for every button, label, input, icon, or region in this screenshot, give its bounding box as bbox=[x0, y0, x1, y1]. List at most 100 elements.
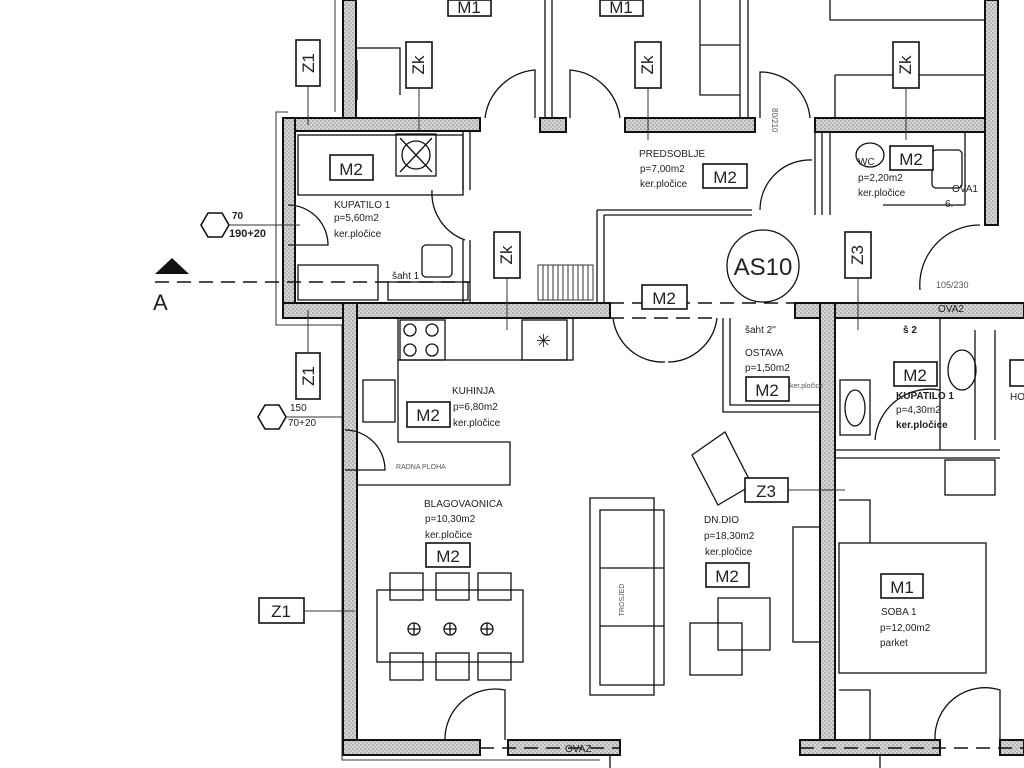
svg-text:Z1: Z1 bbox=[271, 602, 291, 621]
tag-zk: Zk bbox=[892, 41, 920, 140]
ovaz-label: OVAZ bbox=[565, 744, 591, 755]
svg-text:p=12,00m2: p=12,00m2 bbox=[880, 623, 931, 634]
washing-machine-icon bbox=[395, 133, 437, 177]
ova2-label: OVA2 bbox=[938, 304, 964, 315]
ova1-label: OVA1 bbox=[952, 184, 978, 195]
wall-tags: Zk Zk Zk Zk Z1 Z1 Z1 Z3 Z3 M1 M1 M2 bbox=[258, 0, 1024, 624]
svg-text:M1: M1 bbox=[457, 0, 481, 17]
boiler-icon bbox=[944, 459, 996, 496]
svg-text:M2: M2 bbox=[755, 381, 779, 400]
unit-badge: AS10 bbox=[726, 229, 800, 303]
svg-text:M1: M1 bbox=[609, 0, 633, 17]
svg-text:Zk: Zk bbox=[497, 245, 516, 264]
furniture: ✳ TROSJED bbox=[297, 133, 996, 740]
svg-text:p=2,20m2: p=2,20m2 bbox=[858, 173, 903, 184]
svg-text:parket: parket bbox=[880, 638, 908, 649]
room-kupatilo-1: M2 KUPATILO 1 p=5,60m2 ker.pločice bbox=[329, 154, 391, 240]
svg-text:ker.pločice: ker.pločice bbox=[790, 383, 823, 390]
fridge-icon bbox=[521, 319, 568, 361]
svg-text:Zk: Zk bbox=[896, 55, 915, 74]
svg-text:p=10,30m2: p=10,30m2 bbox=[425, 514, 476, 525]
six-label: 6. bbox=[945, 199, 953, 210]
svg-text:Zk: Zk bbox=[409, 55, 428, 74]
room-blagovaonica: BLAGOVAONICA p=10,30m2 ker.pločice M2 bbox=[424, 499, 503, 568]
hexagon-icon bbox=[200, 212, 230, 238]
svg-text:DN.DIO: DN.DIO bbox=[704, 515, 739, 526]
svg-text:M2: M2 bbox=[652, 289, 676, 308]
section-marker: A bbox=[153, 290, 168, 315]
svg-text:WC: WC bbox=[858, 157, 875, 168]
room-kupatilo-2: M2 KUPATILO 1 p=4,30m2 ker.pločice bbox=[893, 361, 954, 431]
unit-label: AS10 bbox=[734, 254, 793, 281]
window-height: 70+20 bbox=[288, 418, 317, 429]
dining-table bbox=[376, 589, 524, 663]
bidet-icon bbox=[839, 379, 871, 436]
tag-m-partial bbox=[1009, 359, 1024, 387]
s2-label: š 2 bbox=[903, 325, 917, 336]
svg-text:Z3: Z3 bbox=[756, 482, 776, 501]
tag-z3: Z3 bbox=[744, 477, 845, 503]
svg-text:p=4,30m2: p=4,30m2 bbox=[896, 405, 941, 416]
room-wc: WC p=2,20m2 ker.pločice M2 bbox=[858, 145, 934, 199]
svg-text:M1: M1 bbox=[890, 578, 914, 597]
svg-text:PREDSOBLJE: PREDSOBLJE bbox=[639, 149, 705, 160]
svg-text:Zk: Zk bbox=[638, 55, 657, 74]
doors bbox=[287, 69, 1001, 768]
fan-icon: ✳ bbox=[536, 331, 551, 351]
room-kuhinja: KUHINJA p=6,80m2 ker.pločice M2 bbox=[406, 386, 501, 429]
svg-text:ker.pločice: ker.pločice bbox=[858, 188, 906, 199]
svg-text:p=18,30m2: p=18,30m2 bbox=[704, 531, 755, 542]
saht-1-label: šaht 1 bbox=[392, 271, 420, 282]
toilet-2-icon bbox=[947, 349, 977, 391]
sofa-label: TROSJED bbox=[619, 584, 626, 617]
svg-text:M2: M2 bbox=[416, 406, 440, 425]
svg-text:ker.pločice: ker.pločice bbox=[425, 530, 473, 541]
window-width: 150 bbox=[290, 403, 307, 414]
tag-z1: Z1 bbox=[295, 39, 321, 125]
svg-text:Z3: Z3 bbox=[848, 245, 867, 265]
radiator-icon bbox=[537, 264, 594, 301]
room-soba-1: M1 SOBA 1 p=12,00m2 parket bbox=[880, 573, 931, 649]
door-size-label: 105/230 bbox=[936, 280, 969, 290]
svg-text:ker.pločice: ker.pločice bbox=[640, 179, 688, 190]
svg-text:M2: M2 bbox=[903, 366, 927, 385]
svg-text:BLAGOVAONICA: BLAGOVAONICA bbox=[424, 499, 503, 510]
radna-ploha-label: RADNA PLOHA bbox=[396, 464, 446, 471]
svg-text:ker.pločice: ker.pločice bbox=[453, 418, 501, 429]
svg-text:M2: M2 bbox=[339, 160, 363, 179]
svg-text:M2: M2 bbox=[899, 150, 923, 169]
kitchen-sink-icon bbox=[362, 379, 396, 423]
svg-text:M2: M2 bbox=[436, 547, 460, 566]
sink-icon bbox=[297, 264, 379, 301]
ho-label: HO bbox=[1010, 392, 1024, 403]
tag-m2: M2 bbox=[641, 284, 688, 310]
door-dim-label: 80/210 bbox=[770, 108, 779, 133]
room-labels: M2 KUPATILO 1 p=5,60m2 ker.pločice PREDS… bbox=[329, 145, 954, 649]
tag-z1: Z1 bbox=[258, 597, 355, 624]
saht-2-label: šaht 2" bbox=[745, 325, 776, 336]
section-line: A bbox=[153, 258, 1024, 749]
svg-text:M2: M2 bbox=[715, 567, 739, 586]
window-tags: 70 190+20 150 70+20 bbox=[200, 211, 342, 430]
room-ostava: OSTAVA p=1,50m2 ker.pločice M2 bbox=[745, 348, 823, 402]
annotations: šaht 1 šaht 2" š 2 105/230 OVA2 OVA1 6. … bbox=[392, 108, 1024, 755]
svg-text:KUPATILO 1: KUPATILO 1 bbox=[896, 391, 954, 402]
tag-zk: Zk bbox=[634, 41, 662, 140]
tag-zk: Zk bbox=[493, 231, 521, 330]
svg-text:Z1: Z1 bbox=[299, 53, 318, 73]
bathtub bbox=[297, 134, 464, 196]
lamp-icons bbox=[407, 622, 494, 636]
toilet-icon bbox=[421, 244, 453, 278]
svg-text:p=6,80m2: p=6,80m2 bbox=[453, 402, 498, 413]
walls bbox=[282, 0, 1024, 756]
svg-text:M2: M2 bbox=[713, 168, 737, 187]
svg-text:KUPATILO 1: KUPATILO 1 bbox=[334, 200, 391, 211]
svg-text:p=7,00m2: p=7,00m2 bbox=[640, 164, 685, 175]
tag-m1: M1 bbox=[447, 0, 492, 17]
svg-text:ker.pločice: ker.pločice bbox=[896, 420, 948, 431]
bed bbox=[838, 542, 987, 674]
svg-text:SOBA 1: SOBA 1 bbox=[881, 607, 917, 618]
armchair bbox=[691, 431, 753, 506]
room-dn-dio: DN.DIO p=18,30m2 ker.pločice M2 bbox=[704, 515, 755, 588]
partitions bbox=[356, 0, 1000, 459]
